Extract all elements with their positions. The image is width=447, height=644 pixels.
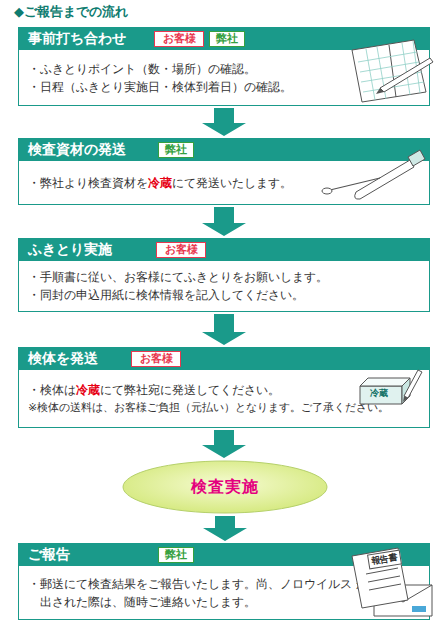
actor-name: お客様 — [140, 352, 173, 365]
actor-name: お客様 — [165, 243, 198, 256]
actor-name: 弊社 — [216, 32, 238, 45]
process-box: 検査資材の発送・弊社より検査資材を冷蔵にて発送いたします。 弊社 — [18, 138, 430, 205]
actor-tag: 弊社 — [158, 142, 194, 158]
step-body: ・弊社より検査資材を冷蔵にて発送いたします。 — [19, 161, 429, 204]
actor-tag: 弊社 — [158, 547, 194, 563]
step-description: ・郵送にて検査結果をご報告いたします。尚、ノロウイルス が検出された際は、随時ご… — [28, 575, 388, 611]
actor-tag: お客様 — [156, 242, 206, 258]
step-title: 検査資材の発送 — [28, 141, 126, 159]
step-body: ・手順書に従い、お客様にてふきとりをお願いします。・同封の申込用紙に検体情報を記… — [19, 261, 429, 311]
flow-arrow — [202, 430, 246, 458]
diagram-title: ◆ご報告までの流れ — [14, 3, 128, 21]
actor-name: 弊社 — [165, 143, 187, 156]
actor-name: お客様 — [163, 32, 196, 45]
step-header: ふきとり実施 — [19, 239, 429, 261]
flow-arrow — [202, 207, 246, 236]
step-header: 検体を発送 — [19, 348, 429, 370]
process-label: 検査実施 — [191, 477, 259, 498]
flow-arrow — [202, 314, 246, 345]
process-box: ふきとり実施・手順書に従い、お客様にてふきとりをお願いします。・同封の申込用紙に… — [18, 238, 430, 312]
flow-arrow — [202, 108, 246, 136]
illustration-label: 冷蔵 — [370, 387, 388, 400]
ellipse-outline — [123, 461, 327, 513]
step-title: ご報告 — [28, 546, 70, 564]
actor-name: 弊社 — [165, 548, 187, 561]
actor-tag: 弊社 — [209, 31, 245, 47]
step-header: 検査資材の発送 — [19, 139, 429, 161]
actor-tag: お客様 — [131, 351, 181, 367]
step-title: 事前打ち合わせ — [28, 30, 126, 48]
step-description: ・手順書に従い、お客様にてふきとりをお願いします。 — [28, 268, 421, 286]
process-ellipse: 検査実施 — [122, 460, 328, 514]
step-title: 検体を発送 — [28, 350, 98, 368]
actor-tag: お客様 — [154, 31, 204, 47]
step-title: ふきとり実施 — [28, 241, 112, 259]
step-description: ・同封の申込用紙に検体情報を記入してください。 — [28, 286, 421, 304]
flow-arrow — [203, 516, 247, 541]
